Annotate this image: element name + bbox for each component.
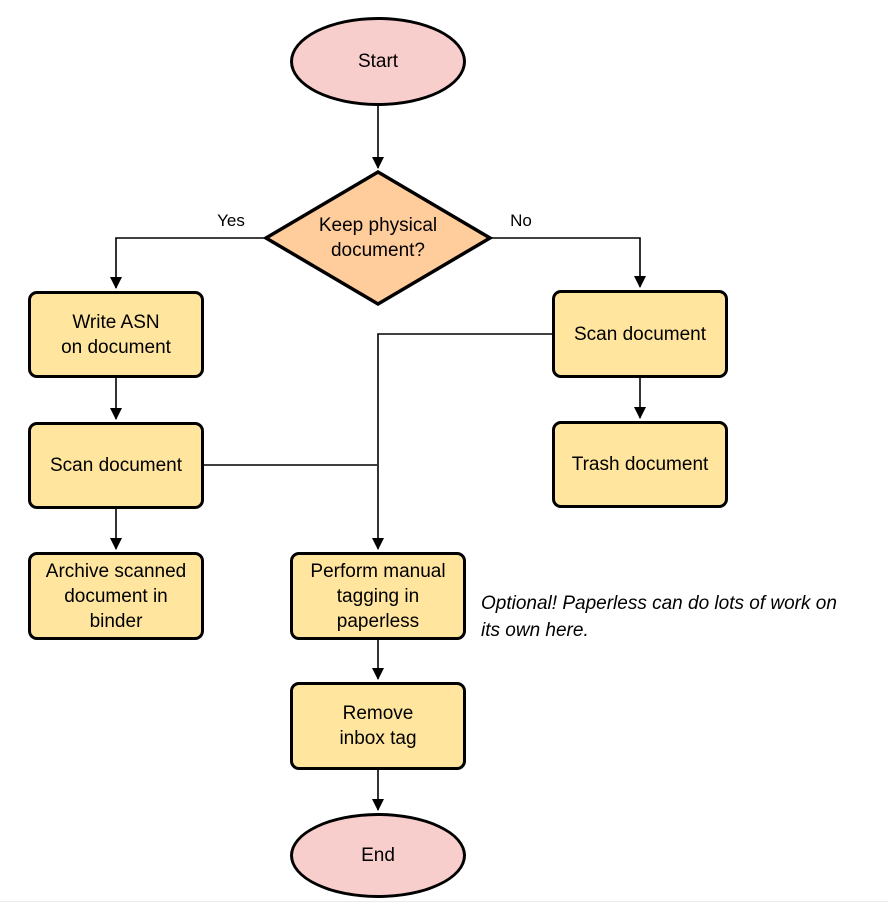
- write-asn-node-label: Write ASN on document: [61, 311, 171, 358]
- edge-no-to-scan-right: [490, 237, 646, 288]
- start-node-label: Start: [357, 51, 399, 72]
- edge-label-yes: Yes: [205, 211, 257, 231]
- scan-document-right-node: Scan document: [552, 290, 728, 378]
- scan-document-left-node: Scan document: [28, 422, 204, 509]
- end-node: End: [290, 813, 466, 898]
- edge-label-no: No: [497, 211, 545, 231]
- trash-document-node: Trash document: [552, 421, 728, 508]
- decision-node: Keep physical document?: [263, 169, 493, 307]
- archive-binder-node-label: Archive scanned document in binder: [45, 560, 187, 632]
- edge-yes-to-write-asn: [110, 237, 266, 289]
- scan-document-right-node-label: Scan document: [573, 323, 707, 345]
- manual-tagging-node: Perform manual tagging in paperless: [290, 552, 466, 640]
- remove-inbox-tag-node-label: Remove inbox tag: [339, 703, 417, 749]
- remove-inbox-tag-node: Remove inbox tag: [290, 682, 466, 770]
- archive-binder-node: Archive scanned document in binder: [28, 552, 204, 640]
- decision-diamond: [263, 169, 493, 307]
- optional-note-text: Optional! Paperless can do lots of work …: [481, 593, 837, 641]
- end-node-label: End: [361, 845, 395, 866]
- decision-node-label: Keep physical document?: [318, 215, 438, 261]
- manual-tagging-node-label: Perform manual tagging in paperless: [310, 560, 446, 632]
- write-asn-node: Write ASN on document: [28, 291, 204, 378]
- decision-diamond-shape: [263, 169, 493, 307]
- trash-document-node-label: Trash document: [571, 454, 709, 475]
- bottom-divider: [0, 901, 888, 902]
- scan-document-left-node-label: Scan document: [49, 455, 183, 476]
- edge-scan-right-to-tagging: [372, 333, 552, 550]
- start-node: Start: [290, 17, 466, 106]
